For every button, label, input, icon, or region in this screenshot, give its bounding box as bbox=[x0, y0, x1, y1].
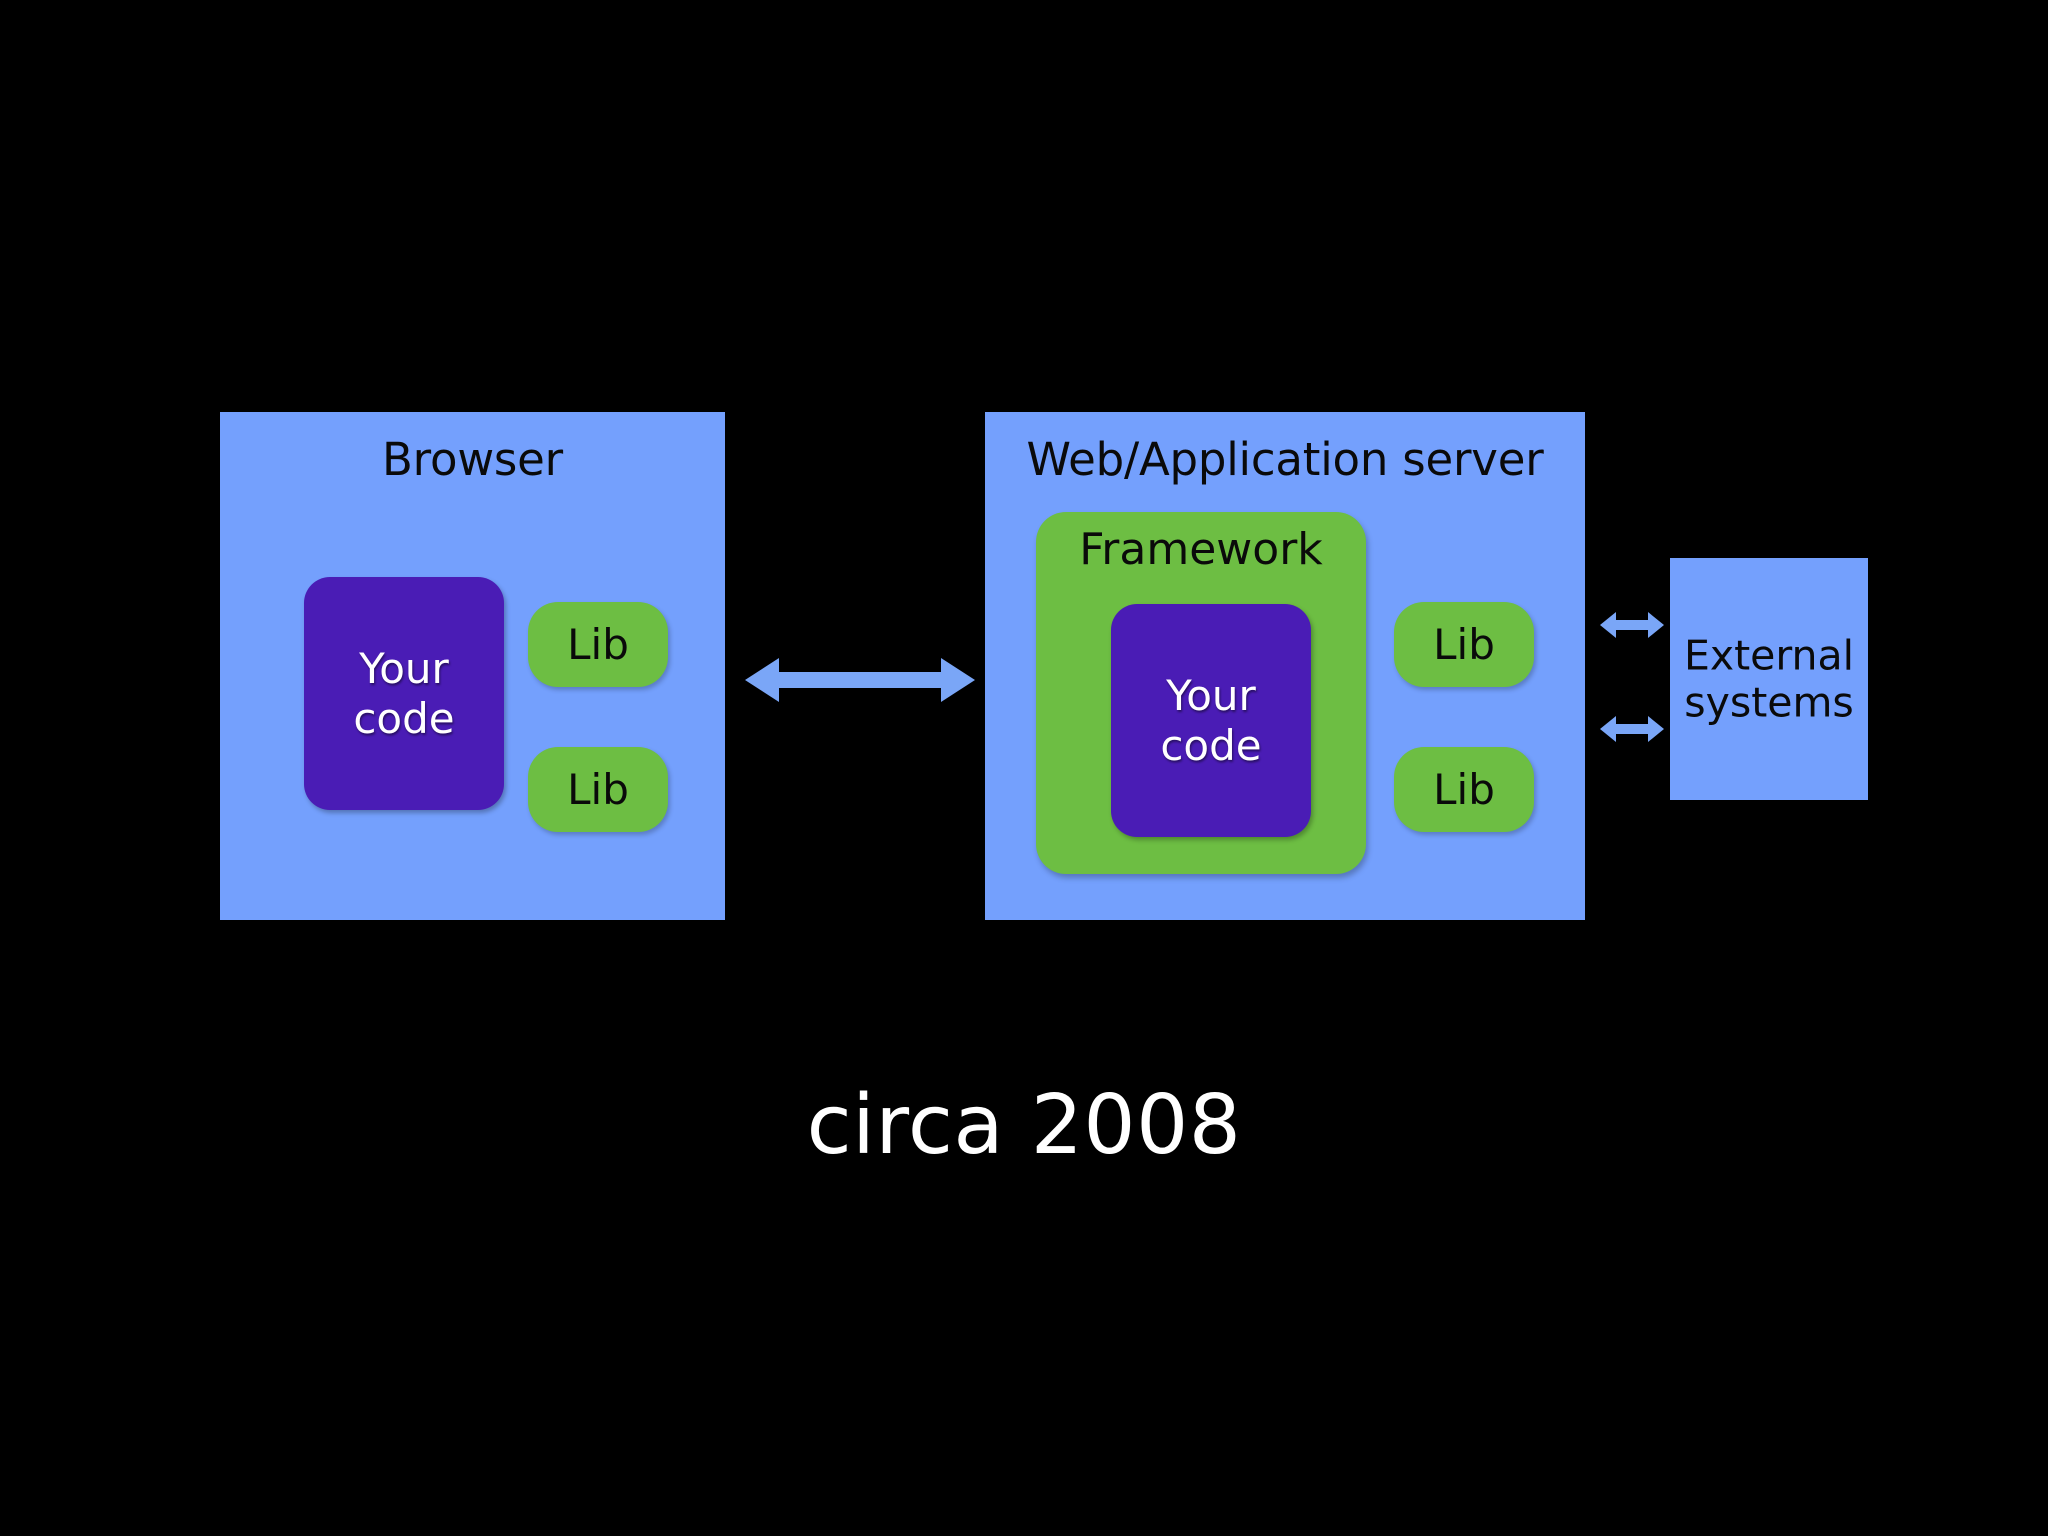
server-panel-title: Web/Application server bbox=[1026, 433, 1544, 486]
browser-your-code-box: Your code bbox=[304, 577, 504, 810]
framework-box: Framework Your code bbox=[1036, 512, 1366, 874]
slide-caption: circa 2008 bbox=[806, 1078, 1242, 1173]
web-application-server-panel: Web/Application server Framework Your co… bbox=[985, 412, 1585, 920]
browser-panel: Browser Your code Lib Lib bbox=[220, 412, 725, 920]
server-your-code-box: Your code bbox=[1111, 604, 1311, 837]
framework-label: Framework bbox=[1079, 524, 1323, 575]
external-systems-line2: systems bbox=[1684, 678, 1854, 726]
server-lib-pill: Lib bbox=[1394, 747, 1534, 832]
browser-to-server-arrow-icon bbox=[745, 658, 975, 702]
external-systems-panel: External systems bbox=[1670, 558, 1868, 800]
server-lib-label: Lib bbox=[1433, 620, 1495, 669]
browser-lib-pill: Lib bbox=[528, 747, 668, 832]
external-systems-label: External systems bbox=[1670, 632, 1868, 725]
server-lib-label: Lib bbox=[1433, 765, 1495, 814]
browser-panel-title: Browser bbox=[382, 433, 563, 486]
server-to-external-top-arrow-icon bbox=[1600, 612, 1664, 638]
browser-your-code-line1: Your bbox=[359, 643, 449, 693]
external-systems-line1: External bbox=[1683, 631, 1855, 680]
server-your-code-line2: code bbox=[1160, 720, 1262, 770]
browser-your-code-line2: code bbox=[353, 693, 455, 743]
browser-lib-label: Lib bbox=[567, 765, 629, 814]
browser-lib-pill: Lib bbox=[528, 602, 668, 687]
server-lib-pill: Lib bbox=[1394, 602, 1534, 687]
server-your-code-line1: Your bbox=[1166, 670, 1256, 720]
browser-lib-label: Lib bbox=[567, 620, 629, 669]
server-to-external-bottom-arrow-icon bbox=[1600, 716, 1664, 742]
